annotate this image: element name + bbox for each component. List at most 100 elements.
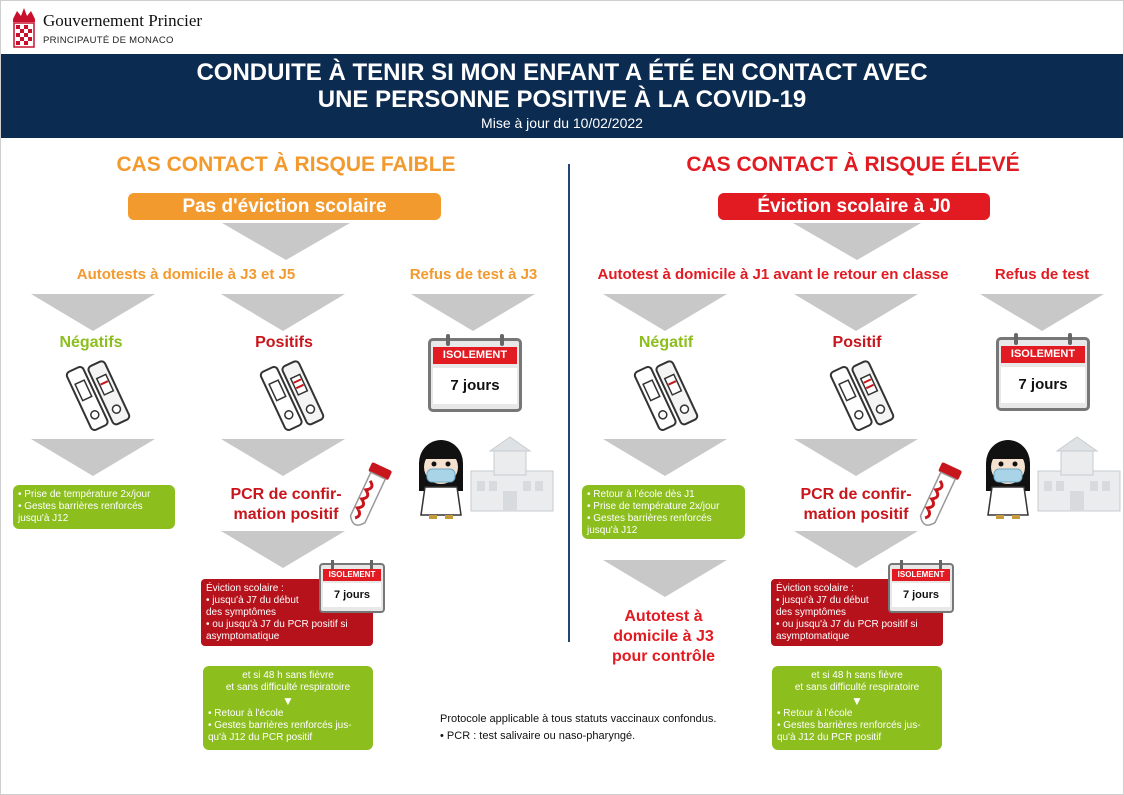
box-line: asymptomatique xyxy=(776,631,850,642)
calendar-icon: ISOLEMENT 7 jours xyxy=(996,333,1090,411)
column-divider xyxy=(568,164,570,642)
box-line: • Retour à l'école xyxy=(208,708,284,719)
down-triangle-icon xyxy=(794,531,918,568)
down-triangle-icon xyxy=(793,223,921,260)
box-line: jusqu'à J12 xyxy=(587,525,638,536)
page-title-line2: UNE PERSONNE POSITIVE À LA COVID-19 xyxy=(317,86,807,113)
high-autotest-j3-label: Autotest à domicile à J3 pour contrôle xyxy=(591,607,736,667)
calendar-days: 7 jours xyxy=(433,368,517,404)
pcr-line: mation positif xyxy=(803,506,909,523)
box-line: et sans difficulté respiratoire xyxy=(225,682,351,693)
low-step-label: Autotests à domicile à J3 et J5 xyxy=(76,266,296,283)
pcr-line: PCR de confir- xyxy=(800,486,912,503)
down-triangle-icon xyxy=(31,439,155,476)
high-negative-label: Négatif xyxy=(638,334,694,351)
box-line: jusqu'à J12 xyxy=(18,513,69,524)
box-line: asymptomatique xyxy=(206,631,280,642)
down-triangle-icon xyxy=(794,439,918,476)
antigen-test-icon xyxy=(633,360,699,431)
box-line: • Gestes barrières renforcés jus- xyxy=(777,720,921,731)
gov-name: Gouvernement Princier xyxy=(43,11,203,30)
calendar-label: ISOLEMENT xyxy=(433,347,517,364)
box-line: • Gestes barrières renforcés xyxy=(587,513,712,524)
antigen-test-icon xyxy=(65,360,131,431)
title-banner: CONDUITE À TENIR SI MON ENFANT A ÉTÉ EN … xyxy=(1,54,1123,138)
autotest-line: pour contrôle xyxy=(611,648,716,665)
box-line: des symptômes xyxy=(776,607,847,618)
high-negative-box: • Retour à l'école dès J1 • Prise de tem… xyxy=(582,485,745,539)
box-line: • Retour à l'école dès J1 xyxy=(587,489,695,500)
calendar-label: ISOLEMENT xyxy=(323,569,381,581)
box-line: • Retour à l'école xyxy=(777,708,853,719)
pcr-line: PCR de confir- xyxy=(230,486,342,503)
down-triangle-icon xyxy=(603,560,727,597)
box-line: • ou jusqu'à J7 du PCR positif si xyxy=(206,619,348,630)
logo: Gouvernement Princier PRINCIPAUTÉ DE MON… xyxy=(9,5,239,53)
box-line: • Prise de température 2x/jour xyxy=(587,501,720,512)
low-positive-label: Positifs xyxy=(255,334,313,351)
box-line: des symptômes xyxy=(206,607,277,618)
calendar-label: ISOLEMENT xyxy=(892,569,950,581)
down-triangle-icon xyxy=(603,439,727,476)
calendar-days: 7 jours xyxy=(1001,367,1085,403)
low-risk-title: CAS CONTACT À RISQUE FAIBLE xyxy=(116,153,456,176)
pcr-line: mation positif xyxy=(233,506,339,523)
down-triangle-icon xyxy=(222,223,350,260)
update-date: Mise à jour du 10/02/2022 xyxy=(481,115,643,131)
gov-subtitle: PRINCIPAUTÉ DE MONACO xyxy=(43,35,174,46)
box-line: Éviction scolaire : xyxy=(776,583,854,594)
masked-child-icon xyxy=(419,436,554,519)
calendar-icon: ISOLEMENT 7 jours xyxy=(319,560,385,613)
down-triangle-icon: ▼ xyxy=(282,694,294,708)
autotest-line: Autotest à xyxy=(624,608,703,625)
antigen-test-icon xyxy=(259,360,325,431)
footnote-line: Protocole applicable à tous statuts vacc… xyxy=(440,713,717,725)
down-triangle-icon xyxy=(31,294,155,331)
box-line: • jusqu'à J7 du début xyxy=(776,595,869,606)
down-triangle-icon xyxy=(794,294,918,331)
box-line: • ou jusqu'à J7 du PCR positif si xyxy=(776,619,918,630)
box-line: et si 48 h sans fièvre xyxy=(811,670,903,681)
high-risk-pill: Éviction scolaire à J0 xyxy=(718,193,990,220)
box-line: qu'à J12 du PCR positif xyxy=(777,732,882,743)
low-negative-box: • Prise de température 2x/jour • Gestes … xyxy=(13,485,175,529)
low-return-box: et si 48 h sans fièvre et sans difficult… xyxy=(203,666,373,750)
box-line: Éviction scolaire : xyxy=(206,583,284,594)
page-title-line1: CONDUITE À TENIR SI MON ENFANT A ÉTÉ EN … xyxy=(196,59,928,86)
pcr-tube-icon xyxy=(919,462,962,526)
masked-child-icon xyxy=(986,436,1121,519)
footnote-line: • PCR : test salivaire ou naso-pharyngé. xyxy=(440,730,636,742)
box-line: • jusqu'à J7 du début xyxy=(206,595,299,606)
footnote: Protocole applicable à tous statuts vacc… xyxy=(440,711,716,745)
box-line: • Gestes barrières renforcés xyxy=(18,501,143,512)
calendar-days: 7 jours xyxy=(892,583,950,607)
down-triangle-icon xyxy=(980,294,1104,331)
high-return-box: et si 48 h sans fièvre et sans difficult… xyxy=(772,666,942,750)
calendar-icon: ISOLEMENT 7 jours xyxy=(888,560,954,613)
high-pcr-label: PCR de confir- mation positif xyxy=(786,485,926,525)
antigen-test-icon xyxy=(829,360,895,431)
school-building-icon xyxy=(1037,436,1121,512)
box-line: • Gestes barrières renforcés jus- xyxy=(208,720,352,731)
down-triangle-icon xyxy=(411,294,535,331)
down-triangle-icon xyxy=(221,531,345,568)
calendar-days: 7 jours xyxy=(323,583,381,607)
down-triangle-icon xyxy=(221,439,345,476)
calendar-icon: ISOLEMENT 7 jours xyxy=(428,334,522,412)
autotest-line: domicile à J3 xyxy=(613,628,714,645)
low-pcr-label: PCR de confir- mation positif xyxy=(216,485,356,525)
pcr-tube-icon xyxy=(349,462,392,526)
high-positive-label: Positif xyxy=(832,334,882,351)
down-triangle-icon xyxy=(603,294,727,331)
box-line: et si 48 h sans fièvre xyxy=(242,670,334,681)
low-negative-label: Négatifs xyxy=(59,334,123,351)
box-line: et sans difficulté respiratoire xyxy=(794,682,920,693)
high-risk-title: CAS CONTACT À RISQUE ÉLEVÉ xyxy=(686,153,1020,176)
down-triangle-icon xyxy=(221,294,345,331)
high-refusal-label: Refus de test xyxy=(994,266,1090,283)
school-building-icon xyxy=(470,436,554,512)
high-step-label: Autotest à domicile à J1 avant le retour… xyxy=(597,266,949,283)
calendar-label: ISOLEMENT xyxy=(1001,346,1085,363)
monaco-crown-logo-icon xyxy=(13,8,35,48)
